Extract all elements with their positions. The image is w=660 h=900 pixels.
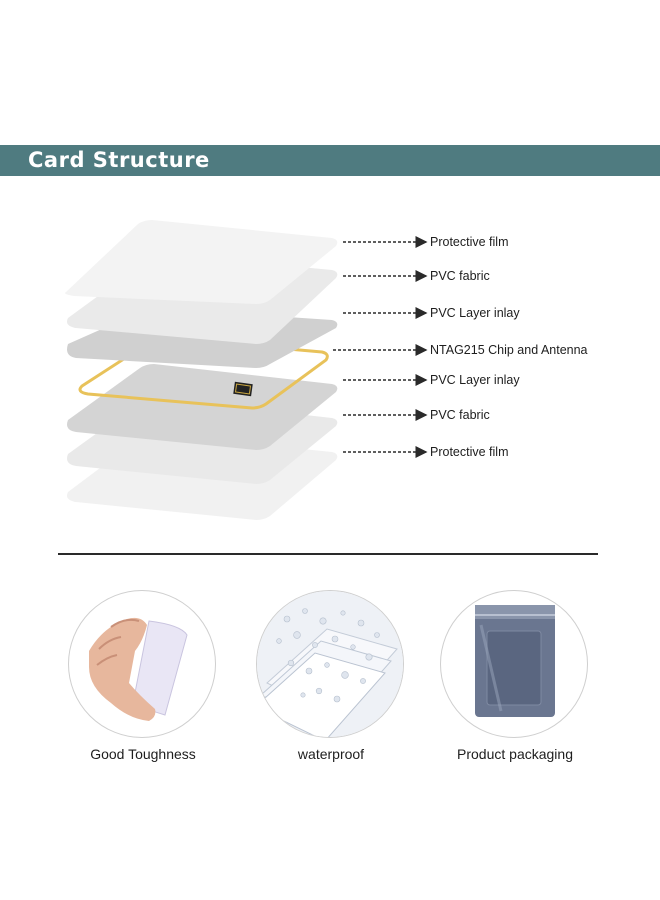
layer-label-chip-antenna: NTAG215 Chip and Antenna <box>430 343 588 357</box>
layer-label-protective-film-bottom: Protective film <box>430 445 509 459</box>
layer-label-pvc-fabric-bottom: PVC fabric <box>430 408 490 422</box>
layer-label-protective-film-top: Protective film <box>430 235 509 249</box>
layer-label-pvc-fabric-top: PVC fabric <box>430 269 490 283</box>
layer-label-pvc-inlay-bottom: PVC Layer inlay <box>430 373 520 387</box>
layer-pvc-inlay-bottom <box>67 364 338 450</box>
feature-product-packaging: Product packaging <box>440 590 590 762</box>
feature-waterproof: waterproof <box>256 590 406 762</box>
feature-label: waterproof <box>297 746 365 762</box>
feature-label: Product packaging <box>457 746 573 762</box>
water-droplets-cards-icon <box>256 590 404 738</box>
section-divider <box>58 553 598 555</box>
card-layers-diagram <box>65 220 428 520</box>
feature-good-toughness: Good Toughness <box>68 590 218 762</box>
section-title: Card Structure <box>28 148 210 172</box>
layer-protective-film-top <box>65 220 338 304</box>
feature-label: Good Toughness <box>90 746 196 762</box>
packaging-bag-icon <box>440 590 588 738</box>
header-bar: Card Structure <box>0 145 660 176</box>
hand-bending-card-icon <box>68 590 216 738</box>
layer-label-pvc-inlay-top: PVC Layer inlay <box>430 306 520 320</box>
